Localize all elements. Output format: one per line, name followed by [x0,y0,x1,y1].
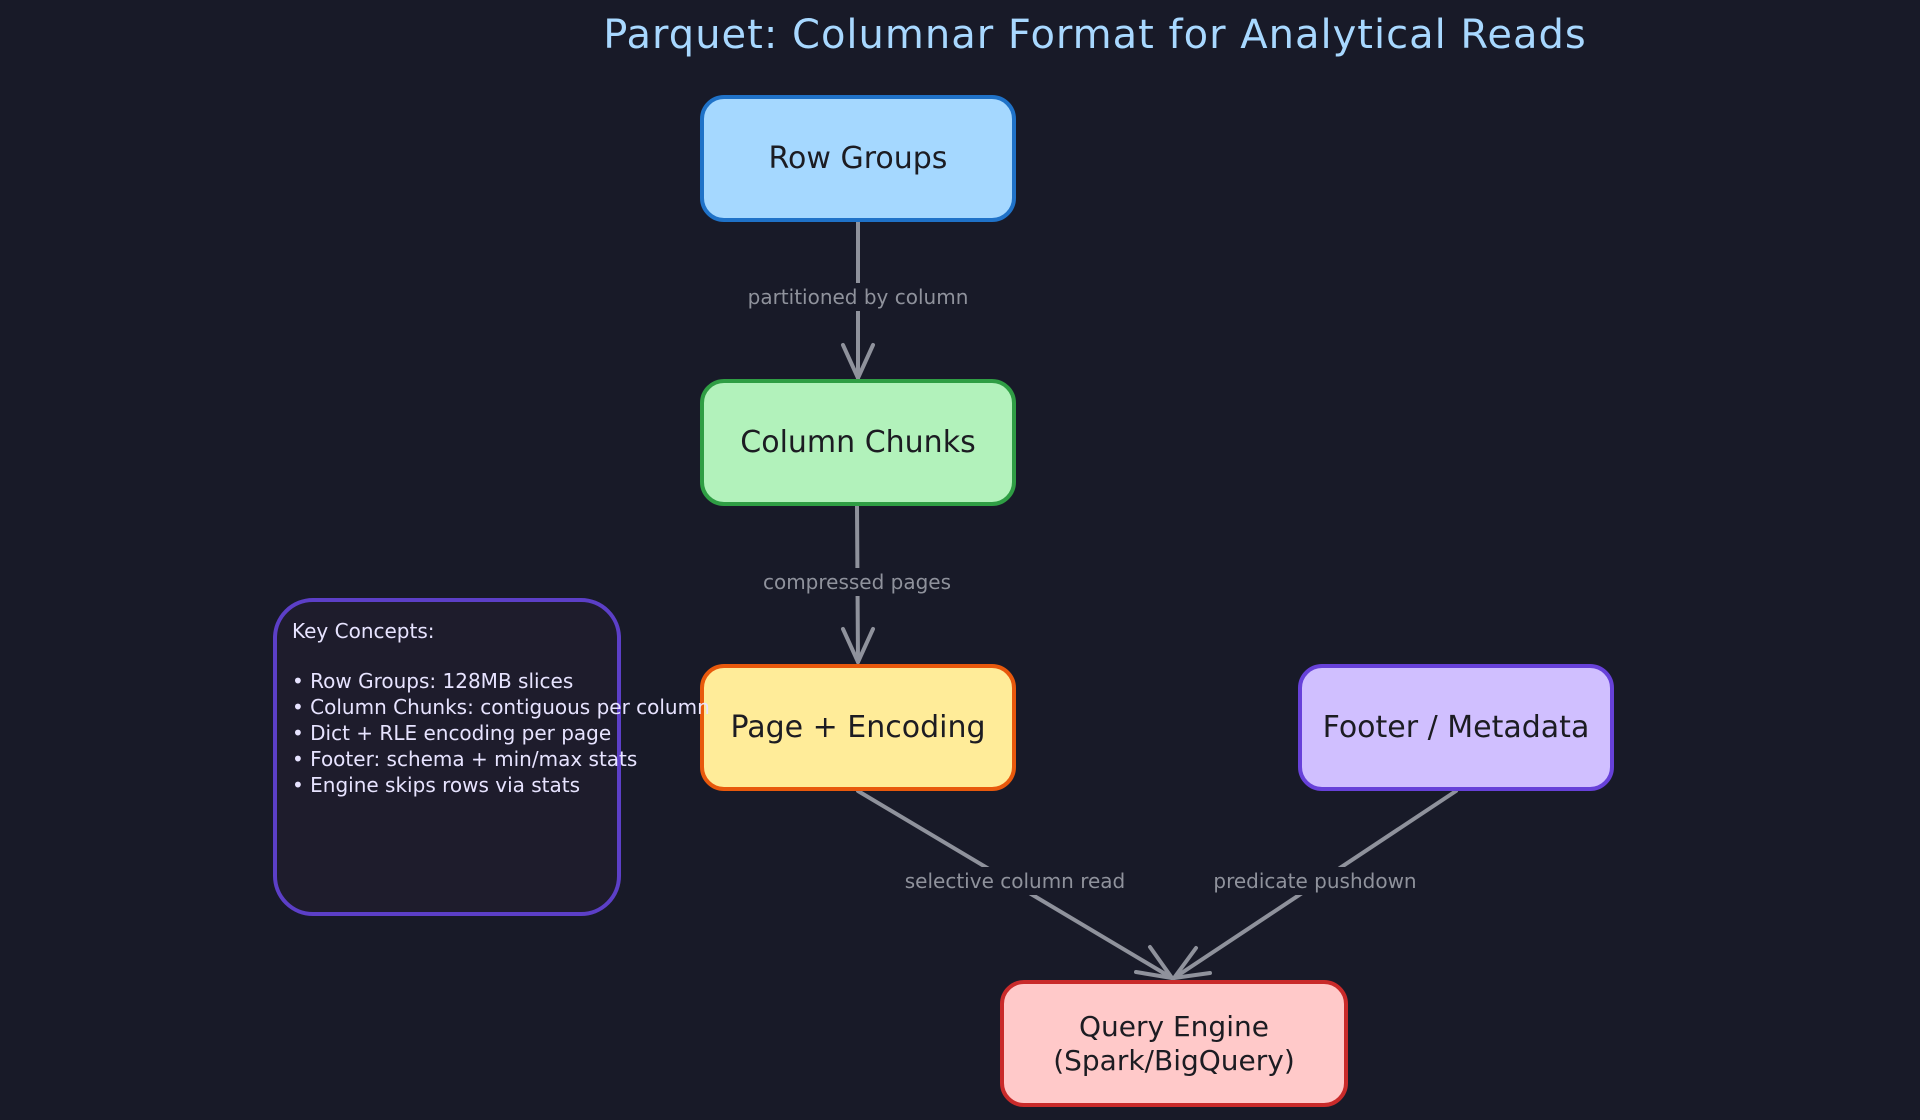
node-query-engine[interactable]: Query Engine (Spark/BigQuery) [1000,980,1348,1107]
arrowhead-footer-to-query [1172,946,1212,980]
key-concepts-text: Key Concepts: Row Groups: 128MB slices C… [292,618,710,798]
edge-label-footer-to-query: predicate pushdown [1207,867,1423,895]
concept-item: Footer: schema + min/max stats [292,746,710,772]
query-engine-line2: (Spark/BigQuery) [1053,1043,1295,1077]
edge-label-row-to-col: partitioned by column [741,283,975,311]
diagram-title: Parquet: Columnar Format for Analytical … [603,12,1587,58]
node-footer-metadata[interactable]: Footer / Metadata [1298,664,1614,791]
node-page-encoding[interactable]: Page + Encoding [700,664,1016,791]
node-column-chunks[interactable]: Column Chunks [700,379,1016,506]
concept-item: Dict + RLE encoding per page [292,720,710,746]
query-engine-line1: Query Engine [1079,1009,1269,1043]
arrowhead-row-to-col [841,343,875,380]
key-concepts-title: Key Concepts: [292,619,435,643]
arrowhead-col-to-page [841,627,875,664]
arrowhead-page-to-query [1134,945,1174,980]
concept-item: Row Groups: 128MB slices [292,668,710,694]
edge-label-col-to-page: compressed pages [756,568,958,596]
concept-item: Column Chunks: contiguous per column [292,694,710,720]
node-row-groups[interactable]: Row Groups [700,95,1016,222]
edge-label-page-to-query: selective column read [898,867,1132,895]
query-engine-label: Query Engine (Spark/BigQuery) [1053,1010,1295,1077]
concept-item: Engine skips rows via stats [292,772,710,798]
